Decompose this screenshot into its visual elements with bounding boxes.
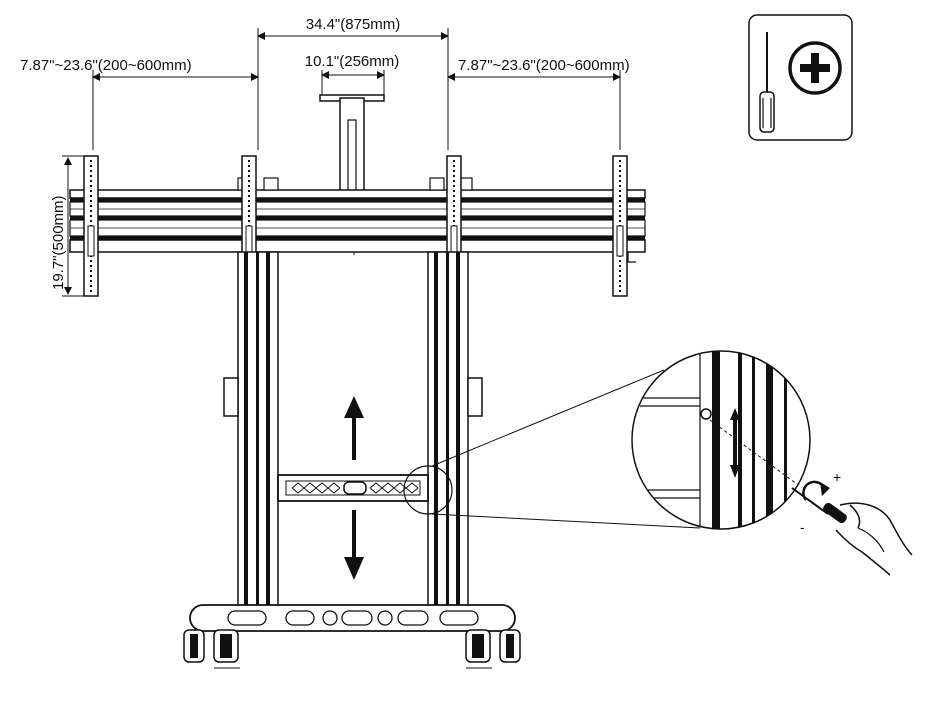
vesa-arm-far-right (612, 155, 628, 297)
total-width-label: 34.4"(875mm) (306, 16, 401, 33)
dimension-center-span: 10.1"(256mm) (305, 53, 400, 100)
dimension-left-span: 7.87"~23.6"(200~600mm) (20, 57, 259, 150)
move-down-arrow-icon (344, 510, 364, 580)
tighten-plus-sign: + (833, 469, 841, 485)
vesa-arm-far-left (83, 155, 99, 297)
right-span-label: 7.87"~23.6"(200~600mm) (458, 57, 630, 74)
dimension-total-width: 34.4"(875mm) (257, 16, 449, 150)
detail-magnifier (403, 350, 811, 530)
stand-base (189, 604, 516, 632)
horizontal-crossbars (69, 177, 646, 263)
dimension-right-span: 7.87"~23.6"(200~600mm) (447, 57, 630, 150)
adjustable-shelf (277, 474, 429, 502)
left-upright-post (223, 251, 279, 608)
height-label: 19.7"(500mm) (50, 195, 67, 290)
center-span-label: 10.1"(256mm) (305, 53, 400, 70)
screwdriver-phillips-icon (748, 14, 853, 141)
move-up-arrow-icon (344, 396, 364, 460)
caster-wheels (183, 629, 521, 669)
right-upright-post (427, 251, 483, 608)
hand-with-screwdriver-icon (791, 487, 913, 576)
loosen-minus-sign: - (800, 519, 805, 535)
left-span-label: 7.87"~23.6"(200~600mm) (20, 57, 192, 74)
rotation-indicator-icon (802, 480, 830, 501)
